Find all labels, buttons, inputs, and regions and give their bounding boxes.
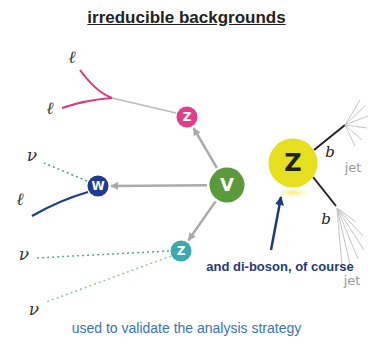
circle-fill [210,168,245,203]
boson-name: Z [284,151,301,175]
jet-label: jet [344,274,361,289]
lepton-line [62,98,112,108]
circle-fill [177,107,198,128]
text-holder: V [209,167,245,203]
neutrino-line [36,251,169,258]
note-text: and di-boson, of course [206,260,353,275]
caption: used to validate the analysis strategy [72,320,302,336]
pointer-arrow [271,197,281,250]
boson-circle: Z [268,138,318,188]
decay-line [112,98,176,113]
decay-arrow [188,201,215,240]
jet-label: jet [345,161,362,176]
text-holder: Z [176,106,198,128]
boson-circle: V [209,167,245,203]
decay-arrow [194,128,217,168]
lepton-line [80,70,112,98]
boson-circle: Z [170,240,192,262]
boson-circle: W [87,175,109,197]
neutrino-label: ν [27,146,37,166]
boson-circle: Z [176,106,198,128]
boson-name: W [91,180,104,192]
title: irreducible backgrounds [87,8,285,28]
lepton-label: ℓ [46,99,53,119]
decay-arrow [111,184,207,187]
lepton-label: ℓ [68,48,75,68]
quark-label: b [325,144,335,161]
lepton-label: ℓ [16,190,23,210]
neutrino-label: ν [19,245,29,265]
lepton-line [32,192,88,216]
text-holder: Z [170,240,192,262]
circle-fill [171,241,192,262]
jet-fan [337,100,368,266]
text-holder: W [87,175,109,197]
quark-label: b [321,211,331,228]
text-holder: Z [268,138,318,188]
boson-name: Z [177,245,186,257]
neutrino-label: ν [29,300,39,320]
neutrino-line [46,256,171,302]
circle-fill [88,176,109,197]
neutrino-line [44,163,87,181]
quark-line [313,177,336,206]
boson-name: V [220,176,234,194]
circle-fill [269,139,318,188]
boson-name: Z [183,111,192,123]
